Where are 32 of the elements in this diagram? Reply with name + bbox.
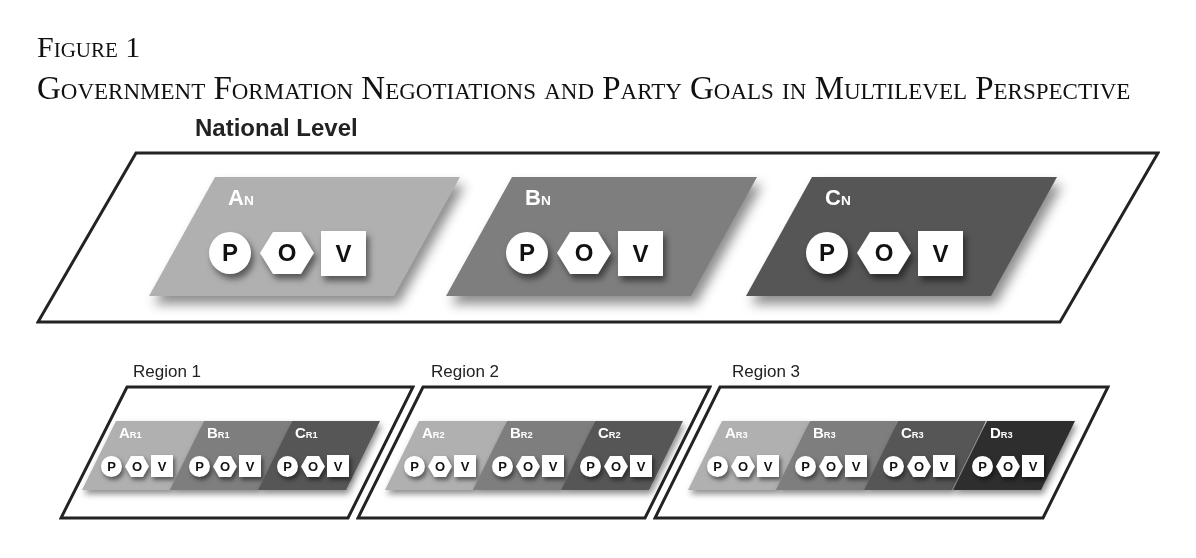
level-heading: Region 1 — [133, 363, 202, 380]
figure-title: Government Formation Negotiations and Party Goals in Multilevel Perspective — [37, 72, 1131, 105]
square-tile: V — [845, 455, 867, 477]
square-tile: V — [933, 455, 955, 477]
hexagon-tile: O — [516, 456, 540, 477]
hexagon-tile: O — [213, 456, 237, 477]
hexagon-tile: O — [428, 456, 452, 477]
hexagon-tile: O — [604, 456, 628, 477]
square-tile: V — [454, 455, 476, 477]
square-tile: V — [542, 455, 564, 477]
level-heading: Region 3 — [732, 363, 801, 380]
level-heading: Region 2 — [431, 363, 500, 380]
square-tile: V — [630, 455, 652, 477]
hexagon-tile: O — [907, 456, 931, 477]
hexagon-tile: O — [731, 456, 755, 477]
square-tile: V — [1022, 455, 1044, 477]
hexagon-tile: O — [557, 232, 611, 274]
figure-label: Figure 1 — [37, 32, 141, 62]
level-heading: National Level — [195, 116, 358, 140]
square-tile: V — [757, 455, 779, 477]
square-tile: V — [151, 455, 173, 477]
square-tile: V — [239, 455, 261, 477]
hexagon-tile: O — [857, 232, 911, 274]
square-tile: V — [618, 231, 663, 276]
hexagon-tile: O — [260, 232, 314, 274]
square-tile: V — [321, 231, 366, 276]
hexagon-tile: O — [125, 456, 149, 477]
hexagon-tile: O — [301, 456, 325, 477]
square-tile: V — [327, 455, 349, 477]
hexagon-tile: O — [996, 456, 1020, 477]
hexagon-tile: O — [819, 456, 843, 477]
square-tile: V — [918, 231, 963, 276]
